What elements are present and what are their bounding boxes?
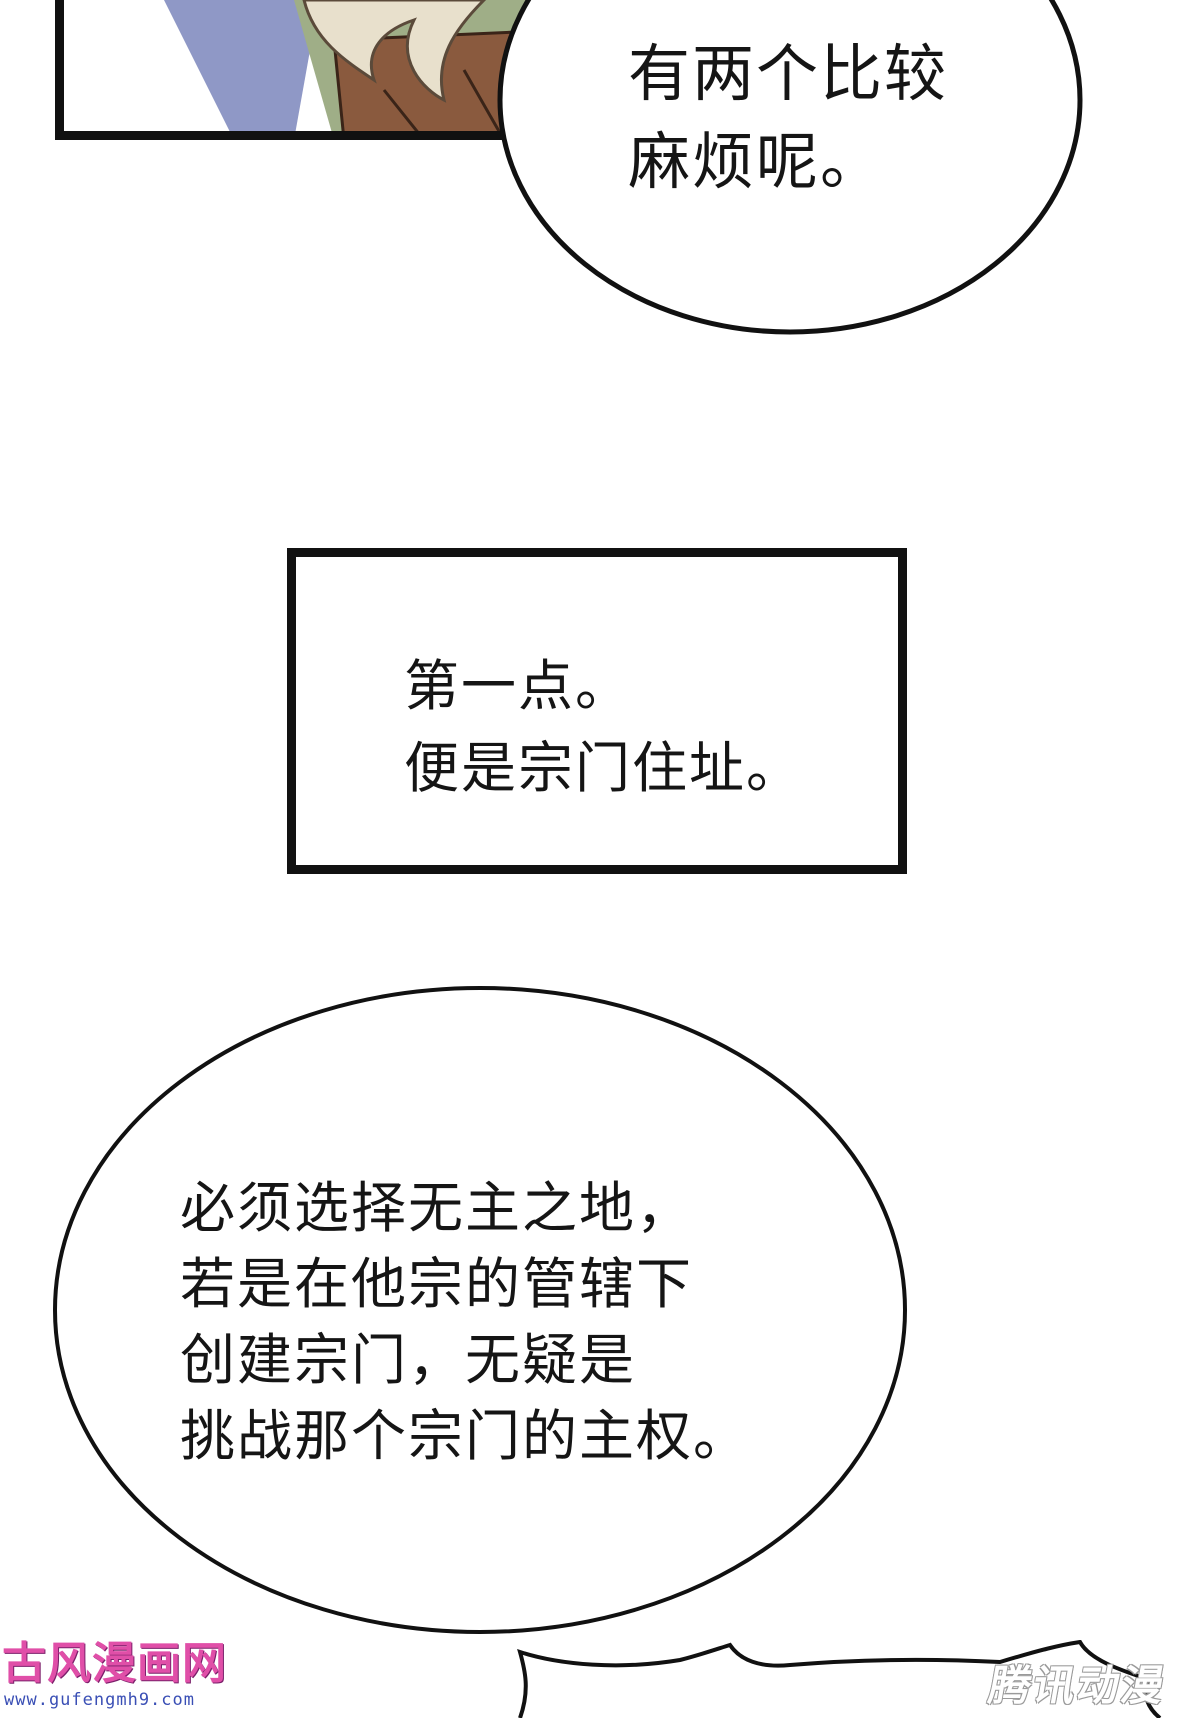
narration-text: 第一点。 便是宗门住址。 — [404, 645, 803, 809]
site-watermark-title: 古风漫画网 — [2, 1638, 227, 1689]
speech-line: 麻烦呢。 — [628, 125, 885, 198]
narration-line: 便是宗门住址。 — [404, 736, 804, 800]
speech-bubble-middle-text: 必须选择无主之地， 若是在他宗的管辖下 创建宗门，无疑是 挑战那个宗门的主权。 — [180, 1170, 750, 1474]
narration-box — [287, 548, 907, 874]
speech-bubble-bottom-fragment — [517, 1640, 1162, 1718]
speech-line: 创建宗门，无疑是 — [180, 1328, 637, 1392]
publisher-watermark: 腾讯动漫 — [985, 1661, 1170, 1710]
speech-bubble-top-text: 有两个比较 麻烦呢。 — [628, 30, 948, 206]
speech-line: 若是在他宗的管辖下 — [180, 1252, 694, 1316]
speech-line: 必须选择无主之地， — [180, 1176, 694, 1240]
site-watermark-url: www.gufengmh9.com — [4, 1690, 195, 1710]
speech-bubble-middle — [53, 986, 907, 1634]
speech-line: 有两个比较 — [628, 37, 949, 110]
speech-line: 挑战那个宗门的主权。 — [180, 1404, 751, 1468]
speech-bubble-top — [497, 0, 1083, 335]
narration-line: 第一点。 — [404, 654, 633, 718]
